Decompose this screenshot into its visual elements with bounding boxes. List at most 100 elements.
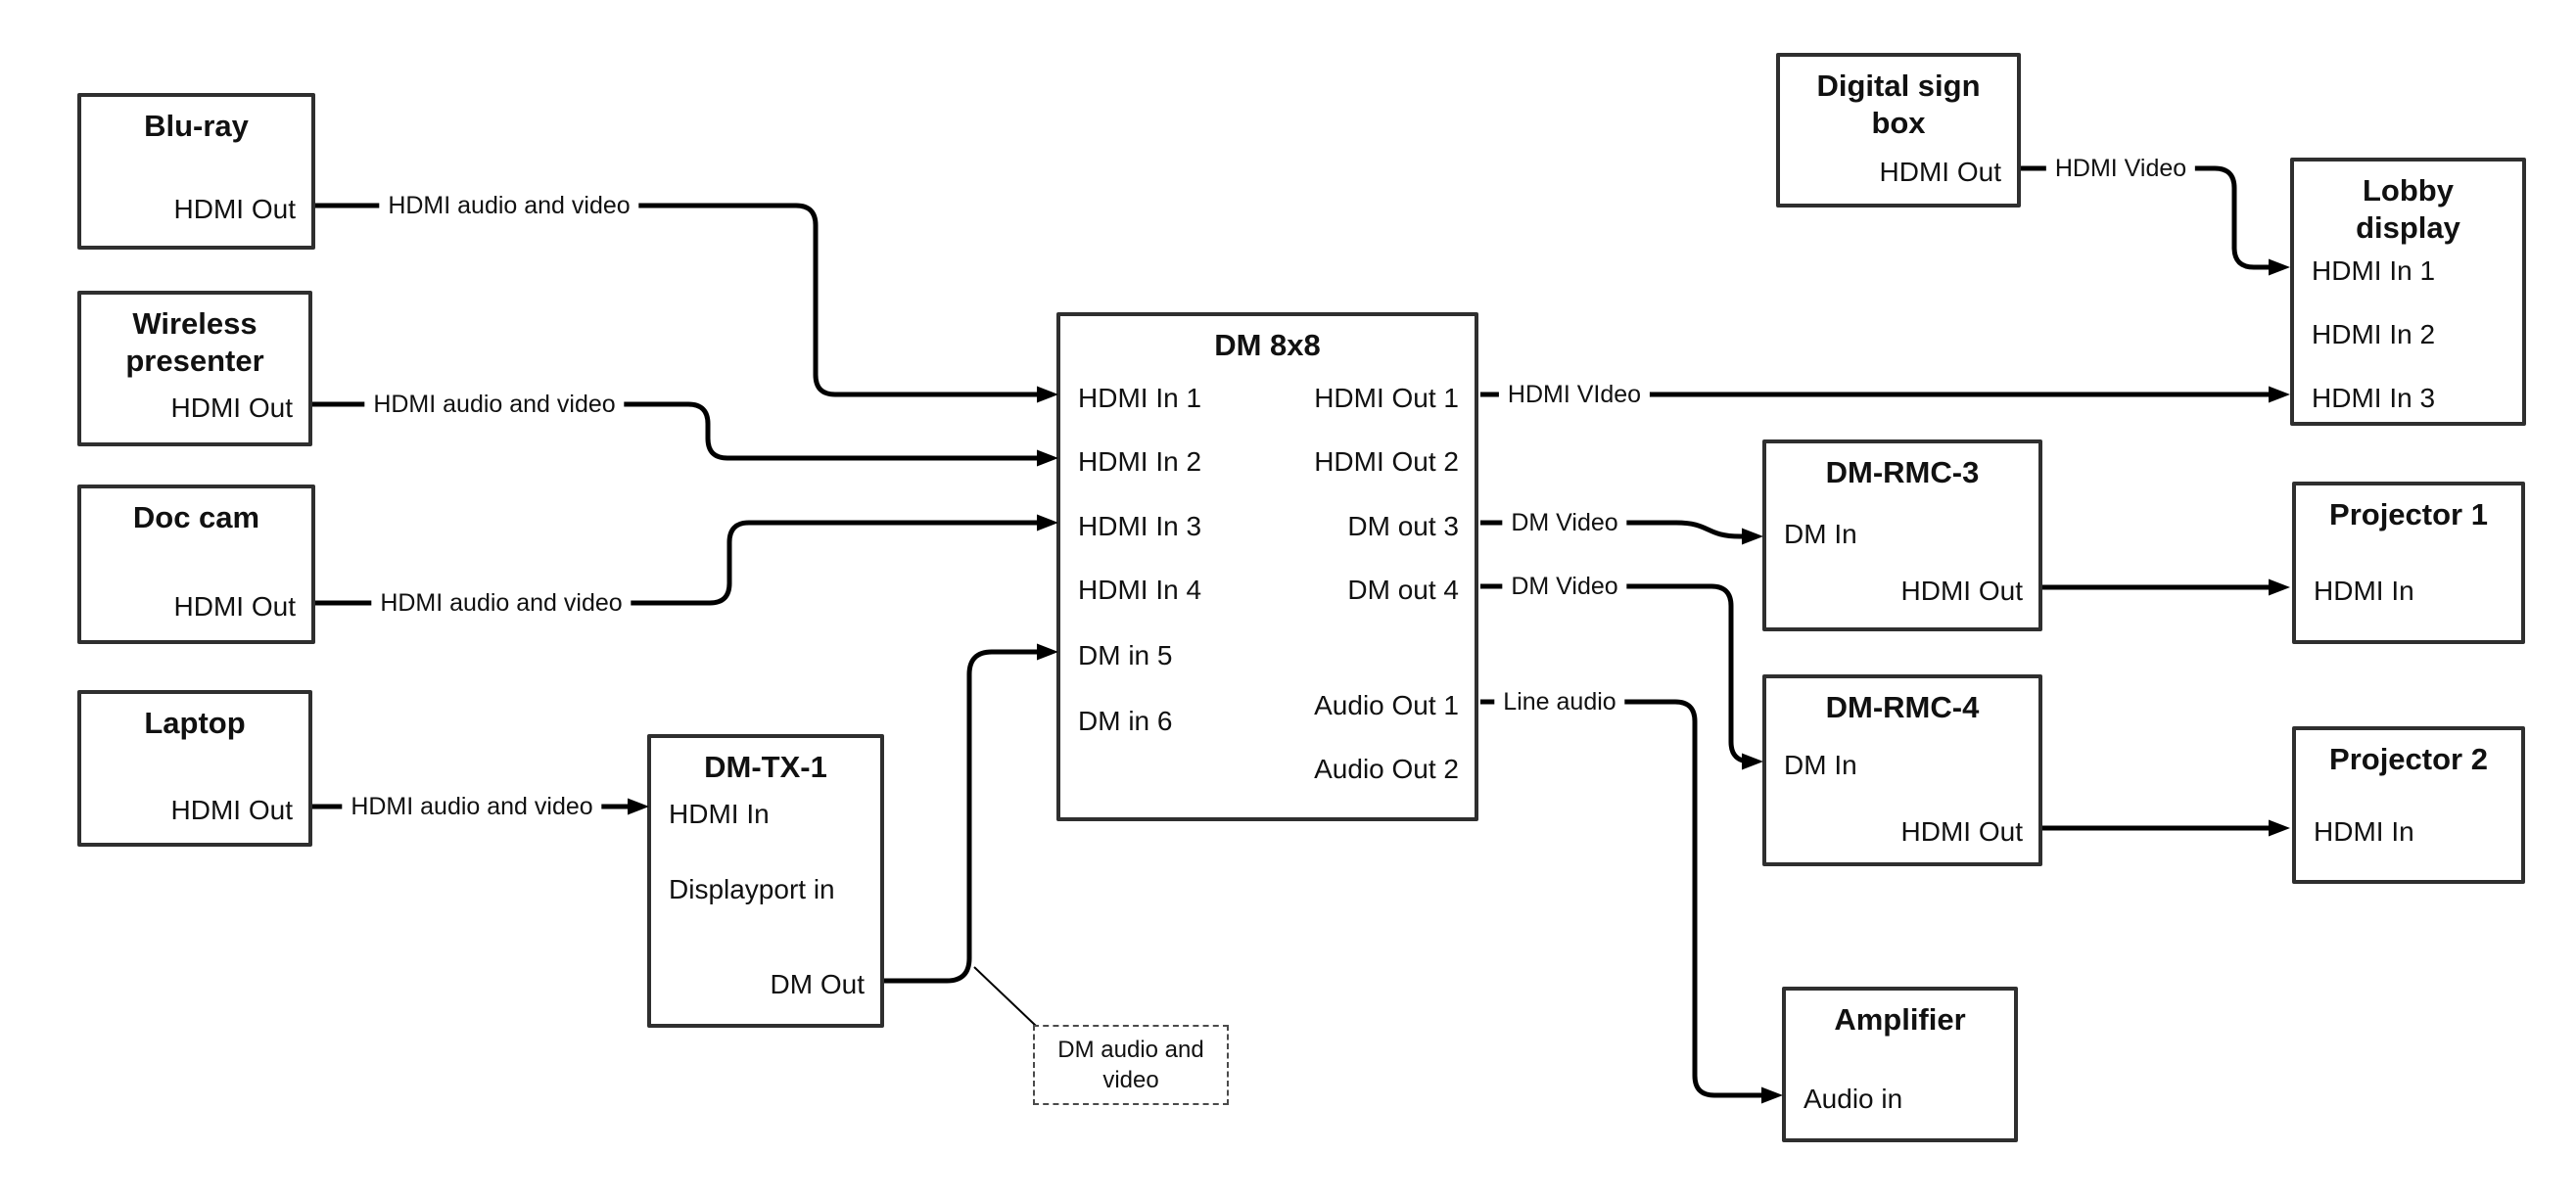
node-title-line: Wireless — [132, 306, 258, 341]
node-title-blu-ray: Blu-ray — [81, 108, 311, 145]
node-title-line: Projector 2 — [2329, 742, 2488, 776]
node-title-line: Projector 1 — [2329, 497, 2488, 531]
node-title-laptop: Laptop — [81, 705, 308, 742]
arrowhead-icon — [1037, 514, 1058, 531]
port-hdmi-out: HDMI Out — [170, 393, 293, 423]
arrowhead-icon — [1742, 753, 1763, 770]
node-title-line: presenter — [125, 344, 264, 378]
node-title-line: box — [1871, 106, 1926, 140]
node-title-line: Doc cam — [132, 500, 260, 534]
edge-label-dm-video: DM Video — [1502, 572, 1627, 601]
node-dm-rmc-3: DM-RMC-3 DM In HDMI Out — [1762, 439, 2042, 631]
node-title-dm-8x8: DM 8x8 — [1060, 327, 1475, 364]
note-line: DM audio and — [1057, 1037, 1204, 1063]
port-hdmi-in: HDMI In — [2314, 816, 2414, 847]
edge-label-hdmi-audio-and-video: HDMI audio and video — [364, 390, 625, 419]
note-dm-audio-and-video: DM audio and video — [1033, 1025, 1229, 1105]
arrowhead-icon — [2269, 386, 2290, 403]
note-leader-line — [973, 966, 1037, 1027]
port-hdmi-out: HDMI Out — [173, 591, 296, 622]
node-title-line: Laptop — [144, 706, 246, 740]
port-audio-out-2: Audio Out 2 — [1314, 754, 1459, 784]
connector-wireless-hdmi-to-dm8x8-in2 — [312, 401, 1038, 461]
node-title-dm-rmc-4: DM-RMC-4 — [1766, 689, 2038, 726]
arrowhead-icon — [2269, 819, 2290, 837]
port-dm-in-5: DM in 5 — [1078, 640, 1173, 670]
node-projector-2: Projector 2 HDMI In — [2292, 726, 2525, 884]
node-title-line: DM 8x8 — [1214, 328, 1321, 362]
connector-bluray-hdmi-to-dm8x8-in1 — [315, 203, 1038, 397]
node-title-dm-tx-1: DM-TX-1 — [651, 749, 880, 786]
node-title-projector-2: Projector 2 — [2296, 741, 2521, 778]
port-audio-out-1: Audio Out 1 — [1314, 690, 1459, 720]
port-displayport-in: Displayport in — [669, 874, 835, 904]
connector-dm8x8-out4-to-rmc4-dmin — [1480, 583, 1752, 764]
edge-label-hdmi-audio-and-video: HDMI audio and video — [371, 588, 632, 618]
port-hdmi-in: HDMI In — [2314, 576, 2414, 606]
arrowhead-icon — [2269, 258, 2290, 276]
port-hdmi-out: HDMI Out — [1879, 157, 2001, 187]
node-projector-1: Projector 1 HDMI In — [2292, 482, 2525, 644]
port-hdmi-in-2: HDMI In 2 — [1078, 446, 1202, 477]
edge-label-dm-video: DM Video — [1502, 508, 1627, 537]
arrowhead-icon — [2269, 578, 2290, 596]
node-dm-rmc-4: DM-RMC-4 DM In HDMI Out — [1762, 674, 2042, 866]
port-dm-in-6: DM in 6 — [1078, 706, 1173, 736]
port-hdmi-in-4: HDMI In 4 — [1078, 575, 1202, 605]
arrowhead-icon — [628, 798, 649, 815]
connector-dm8x8-out3-to-rmc3-dmin — [1480, 520, 1743, 539]
port-dm-out-4: DM out 4 — [1347, 575, 1459, 605]
port-hdmi-in-2: HDMI In 2 — [2312, 319, 2436, 349]
port-audio-in: Audio in — [1803, 1084, 1903, 1114]
arrowhead-icon — [1742, 528, 1763, 545]
node-title-projector-1: Projector 1 — [2296, 496, 2521, 533]
edge-label-hdmi-audio-and-video: HDMI audio and video — [342, 792, 602, 821]
port-dm-out: DM Out — [770, 969, 865, 999]
edge-label-hdmi-video: HDMI VIdeo — [1498, 380, 1651, 409]
node-title-line: DM-RMC-3 — [1825, 455, 1980, 489]
node-title-line: Lobby — [2363, 173, 2454, 208]
port-hdmi-in-1: HDMI In 1 — [2312, 255, 2436, 286]
node-title-doc-cam: Doc cam — [81, 499, 311, 536]
port-hdmi-in-3: HDMI In 3 — [2312, 383, 2436, 413]
port-hdmi-out-1: HDMI Out 1 — [1314, 383, 1459, 413]
note-line: video — [1102, 1067, 1159, 1093]
arrowhead-icon — [1761, 1086, 1783, 1104]
node-title-line: DM-TX-1 — [704, 750, 827, 784]
port-hdmi-out: HDMI Out — [170, 795, 293, 825]
arrowhead-icon — [1037, 449, 1058, 467]
edge-label-hdmi-video: HDMI Video — [2045, 154, 2196, 183]
arrowhead-icon — [1037, 643, 1058, 661]
node-title-line: display — [2356, 210, 2460, 245]
connector-dmtx1-dmout-to-dm8x8-in5 — [884, 649, 1038, 984]
port-hdmi-out: HDMI Out — [173, 194, 296, 224]
edge-label-hdmi-audio-and-video: HDMI audio and video — [379, 191, 639, 220]
port-hdmi-out: HDMI Out — [1900, 816, 2023, 847]
port-dm-in: DM In — [1784, 750, 1857, 780]
node-title-amplifier: Amplifier — [1786, 1001, 2014, 1039]
node-title-line: DM-RMC-4 — [1825, 690, 1980, 724]
node-title-line: Amplifier — [1834, 1002, 1966, 1037]
connector-doccam-hdmi-to-dm8x8-in3 — [315, 520, 1038, 606]
node-title-line: Blu-ray — [144, 109, 249, 143]
port-dm-out-3: DM out 3 — [1347, 511, 1459, 541]
port-dm-in: DM In — [1784, 519, 1857, 549]
port-hdmi-out: HDMI Out — [1900, 576, 2023, 606]
port-hdmi-in-3: HDMI In 3 — [1078, 511, 1202, 541]
port-hdmi-in: HDMI In — [669, 799, 770, 829]
edge-label-line-audio: Line audio — [1494, 687, 1625, 716]
node-title-line: Digital sign — [1816, 69, 1981, 103]
